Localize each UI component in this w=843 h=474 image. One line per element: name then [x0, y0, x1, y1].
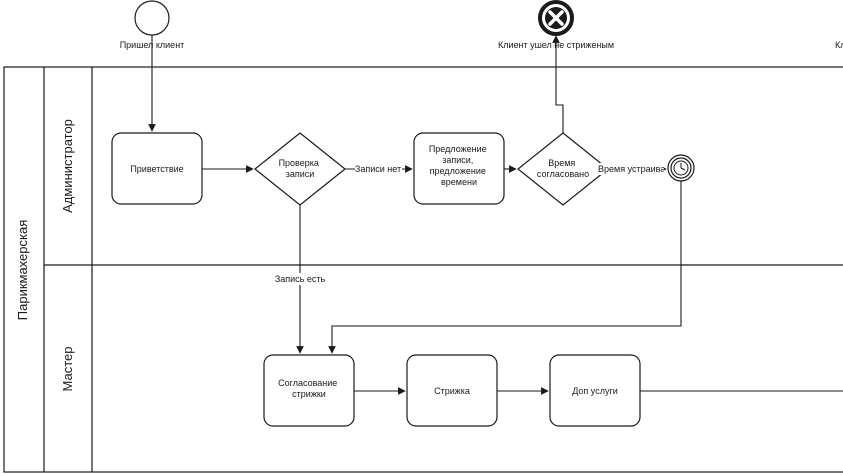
task-haircut[interactable]: Стрижка — [406, 354, 498, 427]
start-event[interactable] — [134, 0, 170, 36]
task-extra[interactable]: Доп услуги — [549, 354, 641, 427]
end-event-cancel-icon — [545, 7, 567, 29]
flow-has-booking-label-bg — [268, 273, 328, 285]
pool: Парикмахерская — [3, 66, 843, 473]
sequence-flows — [148, 35, 843, 395]
task-agree-label: Согласование стрижки — [278, 378, 340, 399]
task-offer[interactable]: Предложение записи, предложение времени — [413, 132, 505, 205]
task-greeting[interactable]: Приветствие — [111, 132, 203, 205]
offscreen-event-label: Кл — [835, 40, 843, 50]
task-extra-label: Доп услуги — [572, 386, 618, 396]
task-greeting-label: Приветствие — [130, 164, 183, 174]
timer-label-clip: Время устраивает — [598, 164, 674, 174]
lane-admin: Администратор — [60, 119, 75, 213]
end-event[interactable] — [538, 0, 574, 36]
flow-time-to-end — [552, 35, 564, 133]
task-offer-label: Предложение записи, предложение времени — [429, 144, 489, 187]
timer-label-bg — [598, 163, 664, 175]
flow-timer-to-agree — [328, 181, 682, 354]
task-haircut-label: Стрижка — [434, 386, 470, 396]
lane-master: Мастер — [60, 347, 75, 392]
clock-icon — [673, 160, 689, 176]
gateway-check[interactable]: Проверка записи — [254, 132, 346, 206]
pool-label: Парикмахерская — [15, 220, 30, 320]
lane-admin-label: Администратор — [60, 119, 75, 213]
gateway-time[interactable]: Время согласовано — [517, 132, 609, 206]
flow-no-booking-label-bg — [355, 163, 402, 175]
lane-master-label: Мастер — [60, 347, 75, 392]
flow-no-booking-label: Записи нет — [355, 164, 401, 174]
flow-has-booking-label: Запись есть — [275, 274, 326, 284]
timer-event-label: Время устраивает — [598, 164, 674, 174]
gateway-time-label: Время согласовано — [537, 158, 589, 179]
gateway-check-label: Проверка записи — [279, 158, 322, 179]
task-agree[interactable]: Согласование стрижки — [263, 354, 355, 427]
timer-event[interactable] — [667, 154, 695, 182]
